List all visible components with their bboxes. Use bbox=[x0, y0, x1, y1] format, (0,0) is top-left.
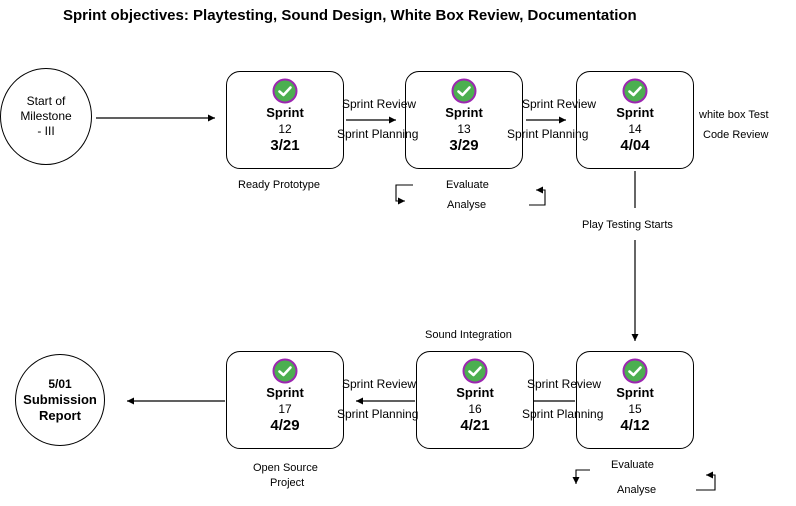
sprint-date: 4/12 bbox=[620, 417, 650, 434]
annotation-ready-prototype: Ready Prototype bbox=[238, 179, 320, 191]
end-node-date: 5/01 bbox=[48, 377, 72, 391]
check-icon bbox=[451, 78, 477, 104]
sprint-title: Sprint bbox=[266, 105, 304, 120]
edge-label-planning-12-13: Sprint Planning bbox=[337, 127, 419, 141]
loop-arrow-left-top bbox=[395, 184, 413, 205]
submission-report-node: 5/01 Submission Report bbox=[15, 354, 105, 446]
edge-label-planning-15-16: Sprint Planning bbox=[522, 407, 604, 421]
start-node-line-2: Milestone bbox=[20, 109, 72, 123]
start-node-line-1: Start of bbox=[26, 94, 66, 108]
sprint-title: Sprint bbox=[616, 385, 654, 400]
sprint-number: 15 bbox=[628, 402, 642, 416]
sprint-number: 17 bbox=[278, 402, 292, 416]
sprint-date: 4/21 bbox=[460, 417, 490, 434]
annotation-analyse-top: Analyse bbox=[447, 199, 487, 211]
annotation-play-testing: Play Testing Starts bbox=[582, 219, 673, 231]
sprint-number: 14 bbox=[628, 122, 642, 136]
end-node-line-2: Report bbox=[39, 408, 81, 423]
sprint-title: Sprint bbox=[445, 105, 483, 120]
check-icon bbox=[272, 78, 298, 104]
page-title: Sprint objectives: Playtesting, Sound De… bbox=[63, 7, 637, 24]
sprint-date: 3/21 bbox=[270, 137, 300, 154]
sprint-box-15: Sprint 15 4/12 bbox=[576, 351, 694, 449]
check-icon bbox=[622, 78, 648, 104]
sprint-date: 4/04 bbox=[620, 137, 650, 154]
sprint-box-12: Sprint 12 3/21 bbox=[226, 71, 344, 169]
annotation-open-source-line-1: Open Source bbox=[253, 462, 318, 474]
sprint-box-13: Sprint 13 3/29 bbox=[405, 71, 523, 169]
check-icon bbox=[272, 358, 298, 384]
annotation-analyse-bottom: Analyse bbox=[617, 484, 657, 496]
annotation-evaluate-bottom: Evaluate bbox=[611, 459, 654, 471]
annotation-evaluate-top: Evaluate bbox=[446, 179, 489, 191]
sprint-date: 4/29 bbox=[270, 417, 300, 434]
annotation-white-box-test: white box Test bbox=[699, 109, 769, 121]
sprint-box-16: Sprint 16 4/21 bbox=[416, 351, 534, 449]
edge-label-review-13-14: Sprint Review bbox=[522, 97, 597, 111]
sprint-number: 16 bbox=[468, 402, 482, 416]
sprint-date: 3/29 bbox=[449, 137, 479, 154]
loop-arrow-right-bottom bbox=[696, 471, 716, 491]
sprint-number: 12 bbox=[278, 122, 292, 136]
loop-arrow-right-top bbox=[529, 186, 546, 206]
sprint-title: Sprint bbox=[266, 385, 304, 400]
edge-label-review-15-16: Sprint Review bbox=[527, 377, 602, 391]
start-milestone-node: Start of Milestone - III bbox=[0, 68, 92, 165]
edge-label-planning-13-14: Sprint Planning bbox=[507, 127, 589, 141]
annotation-code-review: Code Review bbox=[703, 129, 769, 141]
sprint-title: Sprint bbox=[456, 385, 494, 400]
edge-label-planning-16-17: Sprint Planning bbox=[337, 407, 419, 421]
annotation-open-source-line-2: Project bbox=[270, 477, 305, 489]
sprint-box-17: Sprint 17 4/29 bbox=[226, 351, 344, 449]
end-node-line-1: Submission bbox=[23, 392, 97, 407]
edge-label-review-16-17: Sprint Review bbox=[342, 377, 417, 391]
sprint-title: Sprint bbox=[616, 105, 654, 120]
check-icon bbox=[462, 358, 488, 384]
check-icon bbox=[622, 358, 648, 384]
sprint-box-14: Sprint 14 4/04 bbox=[576, 71, 694, 169]
start-node-line-3: - III bbox=[37, 124, 55, 138]
loop-arrow-left-bottom bbox=[572, 469, 590, 484]
annotation-sound-integration: Sound Integration bbox=[425, 329, 512, 341]
sprint-number: 13 bbox=[457, 122, 471, 136]
edge-label-review-12-13: Sprint Review bbox=[342, 97, 417, 111]
